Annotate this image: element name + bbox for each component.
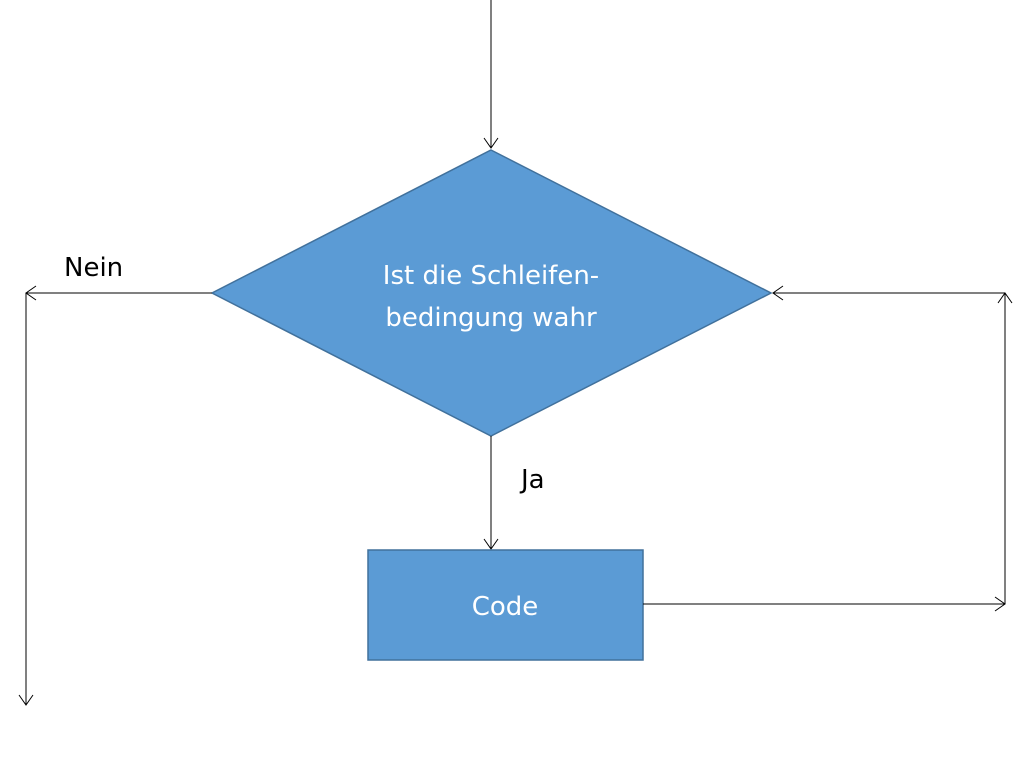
no-branch-arrow	[18, 285, 212, 706]
decision-label-line1: Ist die Schleifen-	[383, 261, 599, 291]
yes-branch-label: Ja	[519, 465, 545, 495]
process-box	[367, 549, 644, 661]
decision-diamond	[210, 149, 773, 437]
no-branch-label: Nein	[64, 253, 123, 283]
loop-back-arrow	[643, 285, 1013, 612]
decision-node: Ist die Schleifen- bedingung wahr	[210, 149, 773, 437]
decision-label-line2: bedingung wahr	[385, 303, 597, 333]
yes-branch-arrow	[483, 436, 499, 550]
process-node: Code	[367, 549, 644, 661]
entry-arrow	[483, 0, 499, 149]
process-label: Code	[472, 592, 539, 622]
